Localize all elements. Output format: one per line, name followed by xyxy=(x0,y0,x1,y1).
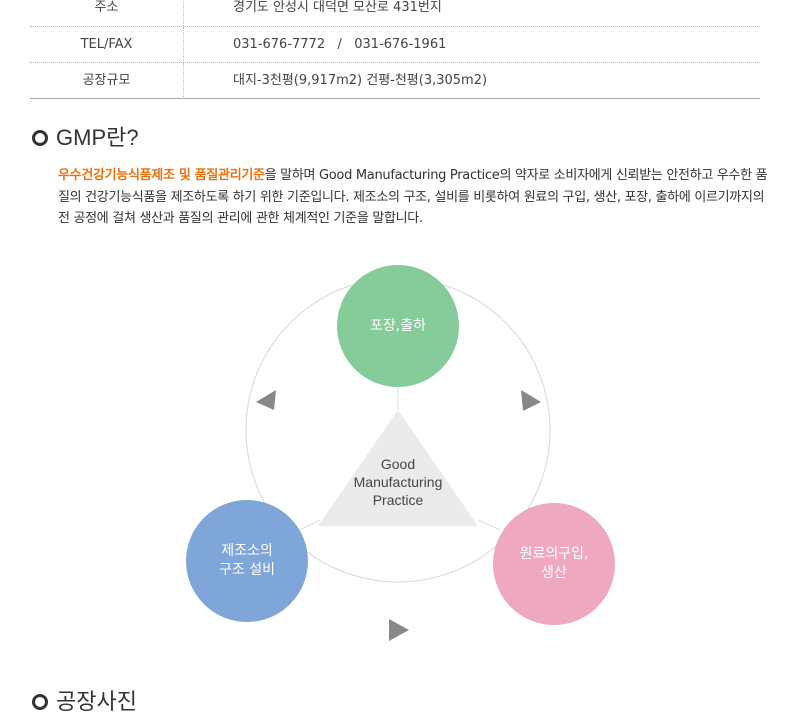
info-row-tel-fax: TEL/FAX 031-676-7772 / 031-676-1961 xyxy=(30,27,760,63)
connector-line xyxy=(477,519,501,531)
node-facility-structure: 제조소의 구조 설비 xyxy=(186,500,308,622)
node-label: 포장,출하 xyxy=(370,317,426,334)
gmp-description: 우수건강기능식품제조 및 품질관리기준을 말하며 Good Manufactur… xyxy=(58,165,770,230)
info-label: TEL/FAX xyxy=(80,37,133,52)
connector-line xyxy=(299,519,321,531)
center-triangle xyxy=(318,410,478,526)
node-label: 제조소의 구조 설비 xyxy=(219,543,275,578)
center-label: Good Manufacturing Practice xyxy=(353,456,443,508)
info-label: 공장규모 xyxy=(82,73,131,88)
info-row-address: 주소 경기도 안성시 대덕면 모산로 431번지 xyxy=(30,0,760,26)
node-material-production: 원료의구입, 생산 xyxy=(493,503,615,625)
section-title: 공장사진 xyxy=(56,689,137,714)
info-value: 031-676-7772 / 031-676-1961 xyxy=(233,37,447,52)
table-bottom-border xyxy=(30,98,760,99)
row-divider xyxy=(30,62,760,63)
node-packaging-shipping: 포장,출하 xyxy=(337,265,459,387)
cycle-arrow-icon xyxy=(521,390,541,411)
section-title: GMP란? xyxy=(56,125,139,150)
node-label: 원료의구입, 생산 xyxy=(519,546,589,581)
info-value: 대지-3천평(9,917m2) 건평-천평(3,305m2) xyxy=(233,73,488,88)
column-divider xyxy=(183,0,184,26)
info-value: 경기도 안성시 대덕면 모산로 431번지 xyxy=(233,0,442,15)
row-divider xyxy=(30,26,760,27)
info-row-factory-size: 공장규모 대지-3천평(9,917m2) 건평-천평(3,305m2) xyxy=(30,63,760,99)
cycle-arrow-icon xyxy=(389,619,409,641)
highlight-text: 우수건강기능식품제조 및 품질관리기준 xyxy=(58,168,265,183)
circle-bullet-icon xyxy=(32,130,48,146)
info-label: 주소 xyxy=(94,0,119,15)
description-text: 을 말하며 Good Manufacturing Practice의 약자로 소… xyxy=(58,168,768,226)
column-divider xyxy=(183,27,184,63)
column-divider xyxy=(183,63,184,99)
circle-bullet-icon xyxy=(32,694,48,710)
gmp-cycle-diagram: Good Manufacturing Practice 포장,출하 제조소의 구… xyxy=(0,230,790,660)
cycle-arrow-icon xyxy=(256,390,276,410)
